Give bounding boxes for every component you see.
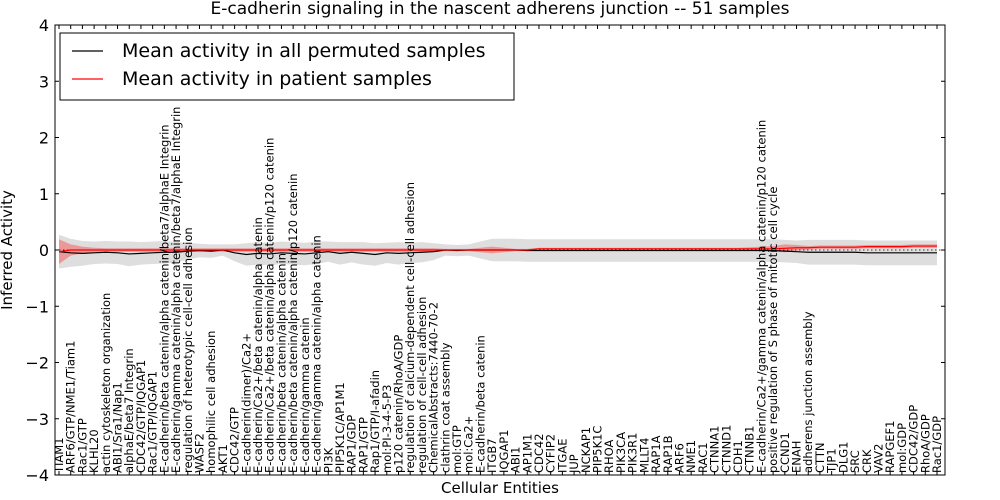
x-tick-label: mol:GTP [450,425,464,473]
x-tick-label: IQGAP1 [497,430,511,473]
y-axis-label: Inferred Activity [0,190,16,310]
x-tick-label: mol:GDP [895,423,909,473]
x-axis-tick-labels: TIAM1ARF6/GTP/NME1/Tiam1Rac1/GTPKLHL20ac… [52,25,944,475]
x-tick-label: NCKAP1 [579,427,593,473]
x-tick-label: ARF6/GTP/NME1/Tiam1 [64,341,78,473]
x-tick-label: positive regulation of S phase of mitoti… [766,187,780,473]
y-tick-label: 1 [39,185,49,204]
x-tick-label: MLLT4 [637,438,651,474]
x-tick-label: RAPGEF1 [883,421,897,473]
x-tick-label: Rac1/GDP [930,416,944,473]
x-tick-label: Rac1/GTP [75,418,89,473]
x-tick-label: clathrin coat assembly [438,342,452,473]
y-tick-label: 0 [39,241,49,260]
x-tick-label: RAP1/GDP [345,415,359,473]
x-tick-label: CDC42/GDP [907,405,921,473]
series-line-patient [58,245,937,253]
x-tick-label: VAV2 [871,444,885,473]
x-tick-label: RAP1A [649,435,663,473]
x-tick-label: RHOA [602,440,616,473]
y-tick-label: 3 [39,72,49,91]
x-tick-label: mol:PI-3-4-5-P3 [380,385,394,473]
x-tick-label: ARF6 [672,443,686,473]
x-tick-label: ENAH [790,441,804,473]
x-tick-label: AKT1 [216,444,230,473]
x-tick-label: JUP [567,454,581,474]
x-tick-label: E-cadherin/gamma catenin [298,317,312,473]
x-tick-label: Rac1/GTP/IQGAP1 [146,371,160,473]
x-tick-label: adherens junction assembly [801,311,815,473]
x-tick-label: p120 catenin/RhoA/GDP [391,335,405,473]
y-tick-label: 4 [39,16,49,35]
x-tick-label: DLG1 [836,442,850,474]
x-tick-label: E-cadherin/beta catenin/alpha catenin/p1… [286,174,300,474]
legend-box [59,32,515,101]
x-tick-label: CTTN [813,443,827,473]
y-tick-label: −1 [25,297,49,316]
x-tick-label: RAP1B [661,435,675,473]
x-tick-label: E-cadherin/Ca2+/beta catenin/alpha caten… [263,138,277,473]
x-tick-label: ITGB7 [485,438,499,473]
x-tick-label: SRC [848,450,862,473]
x-tick-label: homophilic cell adhesion [204,331,218,473]
x-tick-label: AP1M1 [520,434,534,473]
y-tick-label: −3 [25,410,49,429]
x-tick-label: PIP5K1C/AP1M1 [333,382,347,473]
y-tick-label: −2 [25,354,49,373]
x-tick-label: E-cadherin/beta catenin/alpha catenin/be… [157,124,171,473]
x-tick-label: CYFIP2 [544,434,558,473]
x-tick-label: PIK3R1 [626,433,640,474]
x-tick-label: WASF2 [192,433,206,473]
y-tick-label: −4 [25,466,49,485]
x-axis-label: Cellular Entities [441,479,559,497]
x-tick-label: CRK [860,449,874,473]
patient-band [59,239,937,265]
legend-label-permuted: Mean activity in all permuted samples [122,40,485,62]
legend: Mean activity in all permuted samples Me… [59,32,515,101]
x-tick-label: actin cytoskeleton organization [99,293,113,473]
x-tick-label: CTNNB1 [743,426,757,473]
x-tick-label: ChemicalAbstracts:7440-70-2 [427,302,441,473]
x-tick-label: RAC1 [696,442,710,473]
x-tick-label: E-cadherin/Ca2+/gamma catenin/alpha cate… [754,120,768,473]
x-tick-label: PIK3CA [614,432,628,473]
x-tick-label: CCND1 [778,432,792,473]
x-tick-label: CTNND1 [719,425,733,473]
x-tick-label: regulation of heterotypic cell-cell adhe… [181,227,195,473]
x-tick-label: TJP1 [825,448,839,474]
x-tick-label: alphaE/beta7 Integrin [122,348,136,473]
x-tick-label: CDH1 [731,440,745,473]
x-tick-label: ITGAE [555,439,569,473]
legend-label-patient: Mean activity in patient samples [122,68,432,90]
x-tick-label: PI3K [321,447,335,473]
x-tick-label: E-cadherin/beta catenin/alpha catenin [274,253,288,473]
x-tick-label: mol:Ca2+ [462,416,476,473]
x-tick-label: E-cadherin/gamma catenin/alpha catenin/b… [169,107,183,473]
y-tick-label: 2 [39,129,49,148]
x-tick-label: E-cadherin/gamma catenin/alpha catenin [310,235,324,473]
x-tick-label: NME1 [684,440,698,473]
x-tick-label: regulation of calcium-dependent cell-cel… [403,182,417,473]
x-tick-label: KLHL20 [87,429,101,473]
axes-frame [54,24,946,476]
x-tick-label: ABI1 [509,447,523,473]
chart-title: E-cadherin signaling in the nascent adhe… [211,0,790,19]
x-tick-label: CTNNA1 [708,426,722,473]
x-tick-label: regulation of cell-cell adhesion [415,297,429,473]
x-tick-label: Rap1/GTP/I-afadin [368,370,382,473]
x-tick-label: E-cadherin/Ca2+/beta catenin/alpha caten… [251,217,265,473]
x-tick-label: CDC42/GTP/IQGAP1 [134,360,148,473]
x-tick-label: RhoA/GDP [918,414,932,473]
x-tick-label: E-cadherin(dimer)/Ca2+ [239,333,253,473]
x-tick-label: E-cadherin/beta catenin [473,335,487,473]
y-axis-ticks: −4 −3 −2 −1 0 1 2 3 4 [25,16,945,485]
x-tick-label: RAP1/GTP [356,417,370,473]
x-tick-label: ABI1/Sra1/Nap1 [111,382,125,473]
x-tick-label: PIP5K1C [591,426,605,473]
plot-area [55,234,945,269]
x-tick-label: CDC42 [532,433,546,473]
x-tick-label: CDC42/GTP [228,407,242,473]
